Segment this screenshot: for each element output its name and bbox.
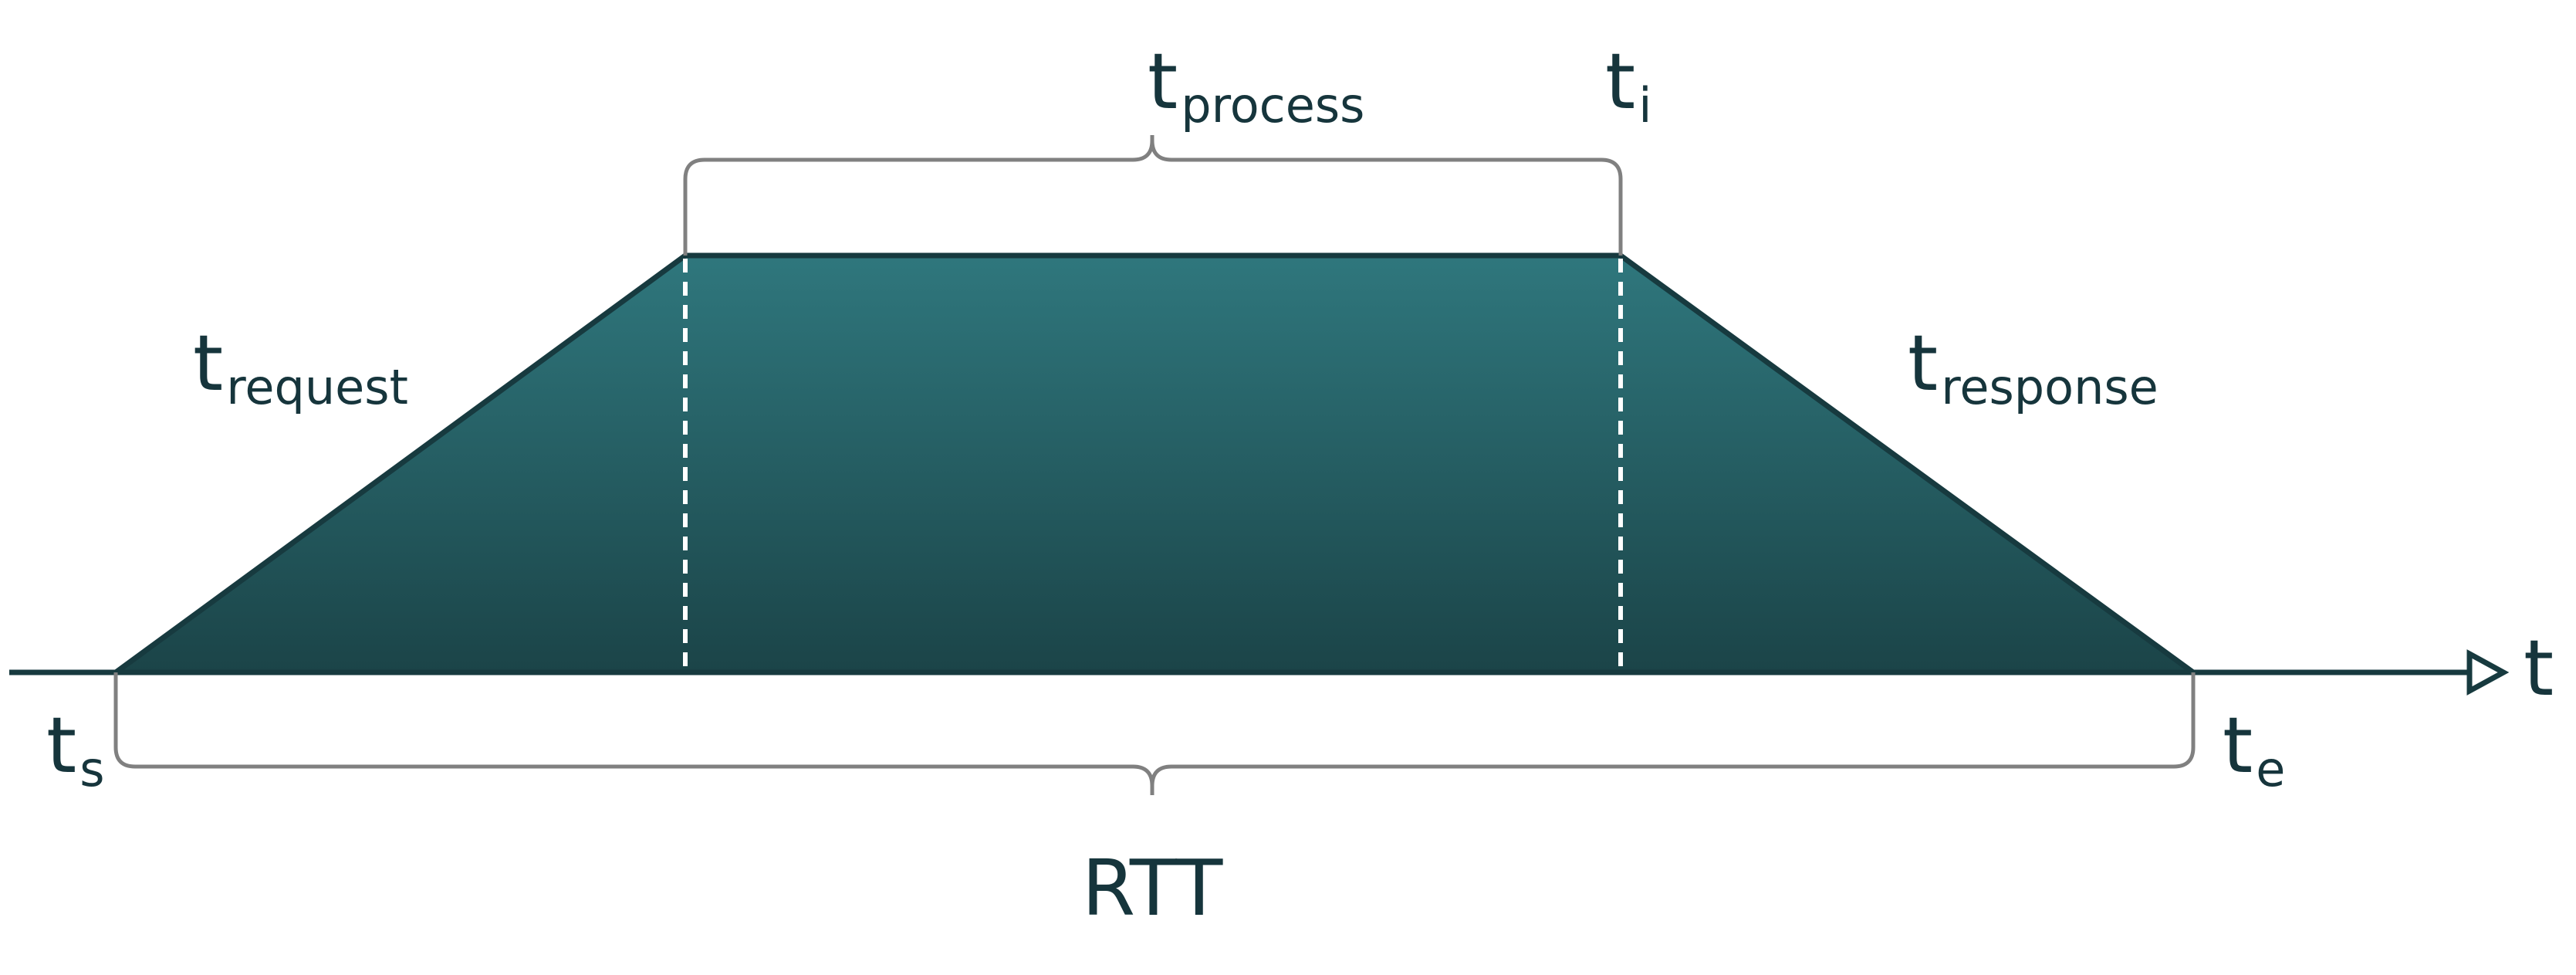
time-axis-label: t	[2524, 623, 2554, 713]
t-request-label: trequest	[193, 318, 408, 415]
rtt-trapezoid	[107, 252, 2202, 675]
rtt-brace	[113, 672, 2196, 795]
t-e-label: te	[2223, 700, 2285, 797]
time-axis-arrowhead	[2466, 649, 2510, 696]
process-brace	[683, 135, 1623, 256]
rtt-label: RTT	[1082, 843, 1224, 933]
t-i-label: ti	[1605, 36, 1651, 134]
t-process-label: tprocess	[1148, 36, 1364, 134]
t-s-label: ts	[46, 700, 105, 797]
t-response-label: tresponse	[1908, 318, 2158, 415]
